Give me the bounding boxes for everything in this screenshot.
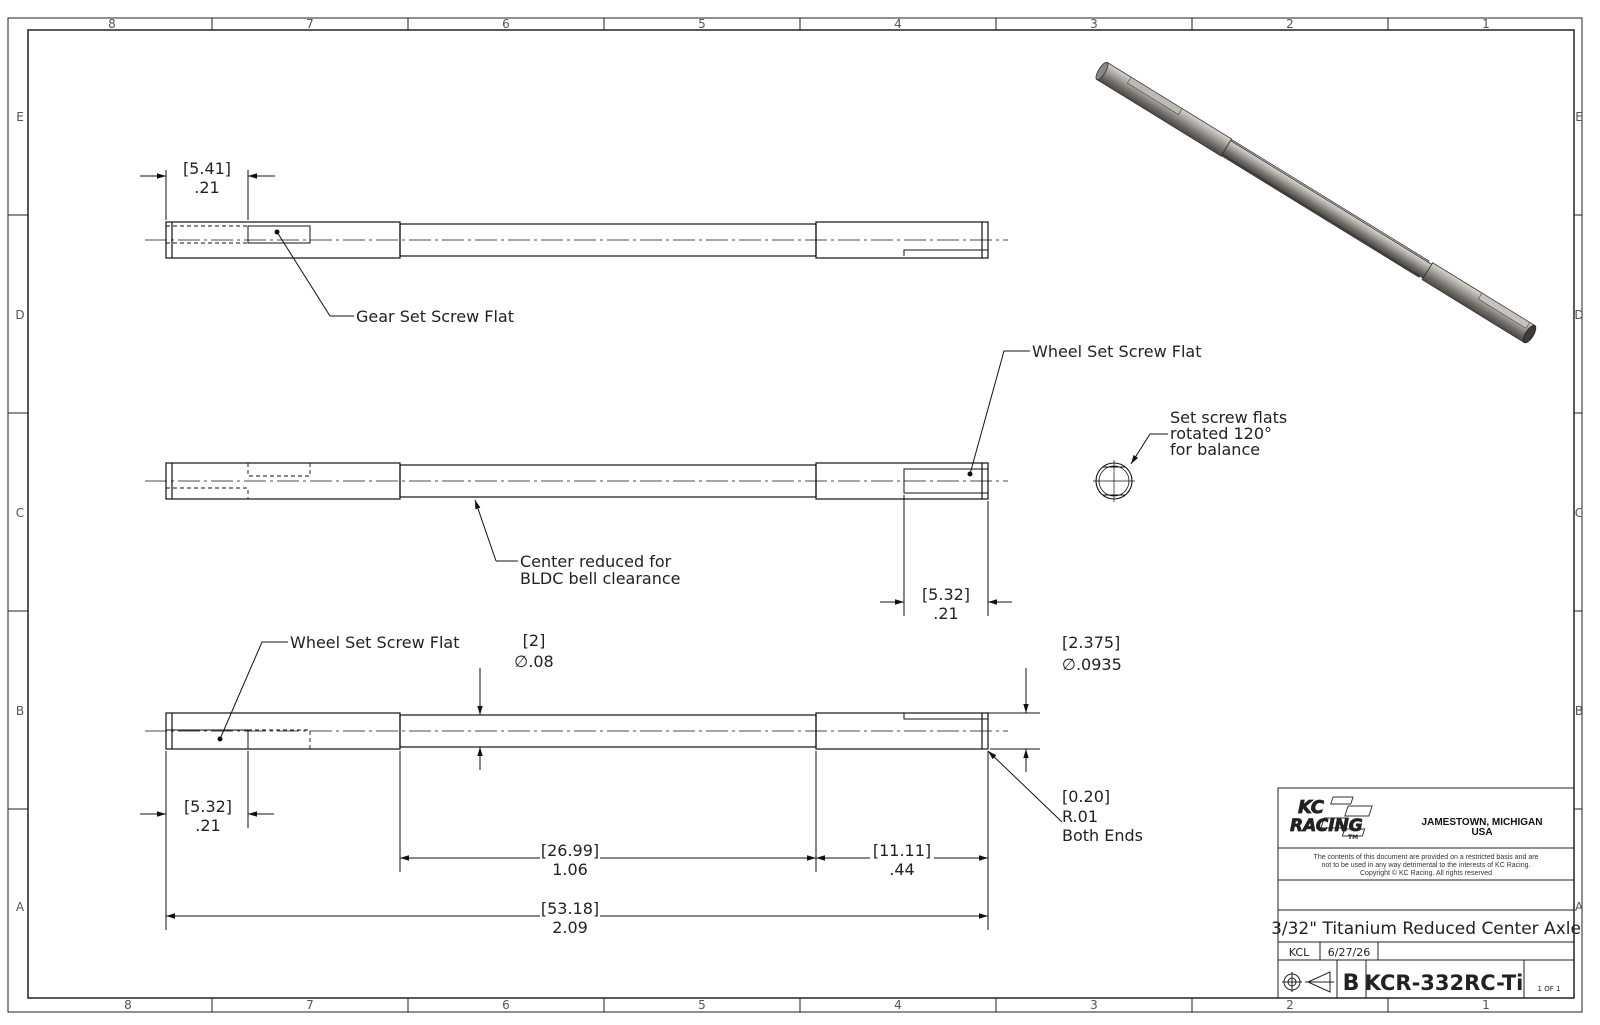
note-set-screw-line3: for balance: [1170, 440, 1260, 459]
zone-row-label: E: [1575, 110, 1583, 124]
dimension-center-length: [165, 751, 989, 930]
dim-flat-bottom-metric: [5.32]: [184, 797, 232, 816]
zone-col-label: 2: [1286, 998, 1294, 1012]
confidentiality-notice-line1: The contents of this document are provid…: [1314, 854, 1539, 861]
callout-wheel-set-screw-flat-bottom: Wheel Set Screw Flat: [290, 633, 459, 652]
drawing-title: 3/32" Titanium Reduced Center Axle: [1271, 919, 1581, 939]
zone-col-label: 8: [124, 998, 132, 1012]
company-location-line1: JAMESTOWN, MICHIGAN: [1422, 817, 1543, 828]
sheet-border: [7, 17, 1583, 1013]
callout-center-reduced-line1: Center reduced for: [520, 552, 672, 571]
zone-col-label: 1: [1482, 17, 1490, 31]
section-view-end: [1093, 460, 1135, 502]
dimension-gear-flat-length: [140, 170, 275, 220]
dim-radius-note: Both Ends: [1062, 826, 1143, 845]
callout-center-reduced-line2: BLDC bell clearance: [520, 569, 681, 588]
leader-set-screw-note: [1130, 433, 1168, 465]
zone-col-label: 5: [698, 998, 706, 1012]
confidentiality-notice-line2: not to be used in any way detrimental to…: [1322, 862, 1531, 869]
zone-col-label: 7: [306, 998, 314, 1012]
part-number: KCR-332RC-Ti: [1365, 971, 1524, 995]
dim-wheel-flat-middle-metric: [5.32]: [922, 585, 970, 604]
dim-center-length-metric: [26.99]: [541, 841, 599, 860]
leader-wheel-flat-middle: [967, 350, 1030, 477]
dim-overall-length-metric: [53.18]: [541, 899, 599, 918]
leader-wheel-flat-bottom: [217, 641, 288, 742]
dim-end-length-metric: [11.11]: [873, 841, 931, 860]
dim-gear-flat-metric: [5.41]: [183, 159, 231, 178]
zone-col-label: 1: [1482, 998, 1490, 1012]
dim-end-dia-inch: ∅.0935: [1062, 655, 1122, 674]
zone-col-label: 3: [1090, 998, 1098, 1012]
company-location-line2: USA: [1471, 827, 1492, 838]
zone-row-label: A: [16, 900, 25, 914]
zone-row-label: C: [16, 506, 24, 520]
confidentiality-notice-line3: Copyright © KC Racing. All rights reserv…: [1360, 869, 1492, 877]
zone-ticks: [8, 18, 1582, 1012]
drawn-by: KCL: [1289, 946, 1310, 959]
zone-col-label: 7: [306, 17, 314, 31]
note-set-screw-line2: rotated 120°: [1170, 424, 1272, 443]
drawing-date: 6/27/26: [1328, 946, 1370, 959]
callout-gear-set-screw-flat: Gear Set Screw Flat: [356, 307, 514, 326]
callout-wheel-set-screw-flat: Wheel Set Screw Flat: [1032, 342, 1201, 361]
dim-end-length-inch: .44: [889, 860, 914, 879]
dim-end-dia-metric: [2.375]: [1062, 633, 1120, 652]
logo-trademark: TM: [1348, 834, 1358, 841]
isometric-axle-render: [1095, 61, 1537, 344]
zone-labels-top: 8 7 6 5 4 3 2 1: [108, 17, 1490, 31]
dim-radius-inch: R.01: [1062, 807, 1098, 826]
zone-col-label: 4: [894, 998, 902, 1012]
zone-col-label: 2: [1286, 17, 1294, 31]
third-angle-projection-icon: [1282, 971, 1334, 993]
dim-flat-bottom-inch: .21: [195, 816, 220, 835]
dimension-wheel-flat-middle: [880, 495, 1012, 616]
dim-center-dia-inch: ∅.08: [514, 652, 553, 671]
view-top-axle: [145, 221, 1008, 259]
logo-text-kc: KC: [1298, 797, 1325, 818]
zone-col-label: 5: [698, 17, 706, 31]
zone-col-label: 6: [502, 998, 510, 1012]
leader-radius: [987, 750, 1063, 823]
zone-col-label: 4: [894, 17, 902, 31]
dim-center-dia-metric: [2]: [523, 631, 546, 650]
zone-row-label: D: [15, 308, 24, 322]
view-middle-axle: [145, 462, 1008, 500]
zone-row-label: D: [1574, 308, 1583, 322]
note-set-screw-line1: Set screw flats: [1170, 408, 1287, 427]
dim-radius-metric: [0.20]: [1062, 787, 1110, 806]
zone-labels-bottom: 8 7 6 5 4 3 2 1: [124, 998, 1490, 1012]
zone-row-label: A: [1575, 900, 1584, 914]
sheet-size: B: [1343, 971, 1360, 996]
zone-col-label: 8: [108, 17, 116, 31]
zone-row-label: E: [16, 110, 24, 124]
dim-overall-length-inch: 2.09: [552, 918, 588, 937]
leader-gear-flat: [274, 229, 354, 317]
logo-text-racing: RACING: [1290, 816, 1363, 836]
zone-row-label: B: [16, 704, 24, 718]
kc-racing-logo: KC RACING TM: [1290, 796, 1373, 841]
zone-col-label: 6: [502, 17, 510, 31]
zone-col-label: 3: [1090, 17, 1098, 31]
sheet-count: 1 OF 1: [1538, 985, 1561, 993]
dimension-end-diameter: [908, 668, 1040, 772]
zone-row-label: C: [1575, 506, 1583, 520]
zone-row-label: B: [1575, 704, 1583, 718]
title-block: [1277, 787, 1575, 999]
dim-gear-flat-inch: .21: [194, 178, 219, 197]
zone-labels-side: E D C B A E D C B A: [15, 110, 1584, 914]
dim-center-length-inch: 1.06: [552, 860, 588, 879]
view-bottom-axle: [145, 712, 1008, 750]
leader-center-reduced: [474, 499, 518, 562]
dim-wheel-flat-middle-inch: .21: [933, 604, 958, 623]
